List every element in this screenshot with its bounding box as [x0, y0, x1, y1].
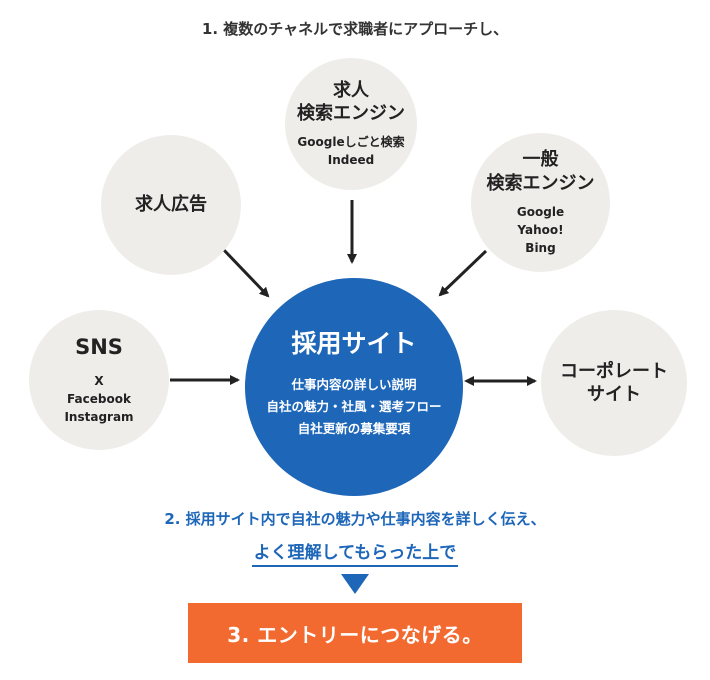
node-corporate-site: コーポレート サイト — [541, 310, 687, 456]
node-title-line: 採用サイト — [291, 328, 417, 358]
down-triangle-icon — [341, 574, 369, 594]
step2b-underlined-text: よく理解してもらった上で — [251, 538, 459, 567]
node-sub: Google Yahoo! Bing — [517, 203, 564, 257]
node-kyujin-koukoku: 求人広告 — [101, 135, 241, 275]
node-sub-line: Googleしごと検索 — [297, 135, 405, 150]
node-title-line: コーポレート — [560, 360, 668, 382]
node-saiyou-site: 採用サイト 仕事内容の詳しい説明 自社の魅力・社風・選考フロー 自社更新の募集要… — [245, 278, 463, 496]
step3-entry-banner: 3. エントリーにつなげる。 — [188, 603, 522, 663]
node-ippan-search-engine: 一般 検索エンジン Google Yahoo! Bing — [471, 133, 610, 272]
step2-heading: 2. 採用サイト内で自社の魅力や仕事内容を詳しく伝え、 — [164, 510, 546, 528]
node-sub-line: 仕事内容の詳しい説明 — [291, 377, 417, 393]
node-title: 一般 検索エンジン — [487, 148, 595, 195]
node-title-line: 求人広告 — [135, 194, 207, 216]
node-sub: Googleしごと検索 Indeed — [297, 133, 404, 169]
arrow-ippan-search-to-site — [438, 249, 488, 297]
node-sub-line: Google — [516, 204, 565, 219]
node-sub: X Facebook Instagram — [64, 372, 133, 426]
node-title: 求人 検索エンジン — [297, 79, 405, 126]
arrow-kyujin-koukoku-to-site — [220, 246, 270, 298]
node-sub-line: Facebook — [67, 391, 131, 406]
node-title: 採用サイト — [291, 328, 416, 361]
node-sub-line: Indeed — [327, 153, 375, 168]
step2b-wrap: よく理解してもらった上で — [0, 538, 710, 567]
node-title-line: サイト — [587, 384, 641, 405]
node-title: SNS — [75, 334, 123, 361]
node-sub-line: Yahoo! — [517, 222, 564, 237]
node-title-line: 検索エンジン — [486, 172, 595, 194]
node-title-line: 求人 — [333, 79, 369, 101]
node-sub-line: 自社更新の募集要項 — [297, 421, 411, 437]
node-sns: SNS X Facebook Instagram — [29, 310, 169, 450]
node-title: 求人広告 — [135, 193, 207, 216]
step1-heading: 1. 複数のチャネルで求職者にアプローチし、 — [201, 20, 509, 38]
node-sub-line: Bing — [525, 240, 556, 255]
node-title-line: 検索エンジン — [297, 103, 405, 124]
node-title-line: 一般 — [522, 149, 559, 171]
node-kyujin-search-engine: 求人 検索エンジン Googleしごと検索 Indeed — [285, 58, 417, 190]
node-sub-line: Instagram — [64, 409, 134, 424]
node-sub: 仕事内容の詳しい説明 自社の魅力・社風・選考フロー 自社更新の募集要項 — [266, 374, 441, 440]
node-sub-line: 自社の魅力・社風・選考フロー — [266, 399, 442, 415]
node-title: コーポレート サイト — [560, 360, 668, 407]
node-title-line: SNS — [75, 335, 123, 360]
node-sub-line: X — [94, 373, 104, 388]
